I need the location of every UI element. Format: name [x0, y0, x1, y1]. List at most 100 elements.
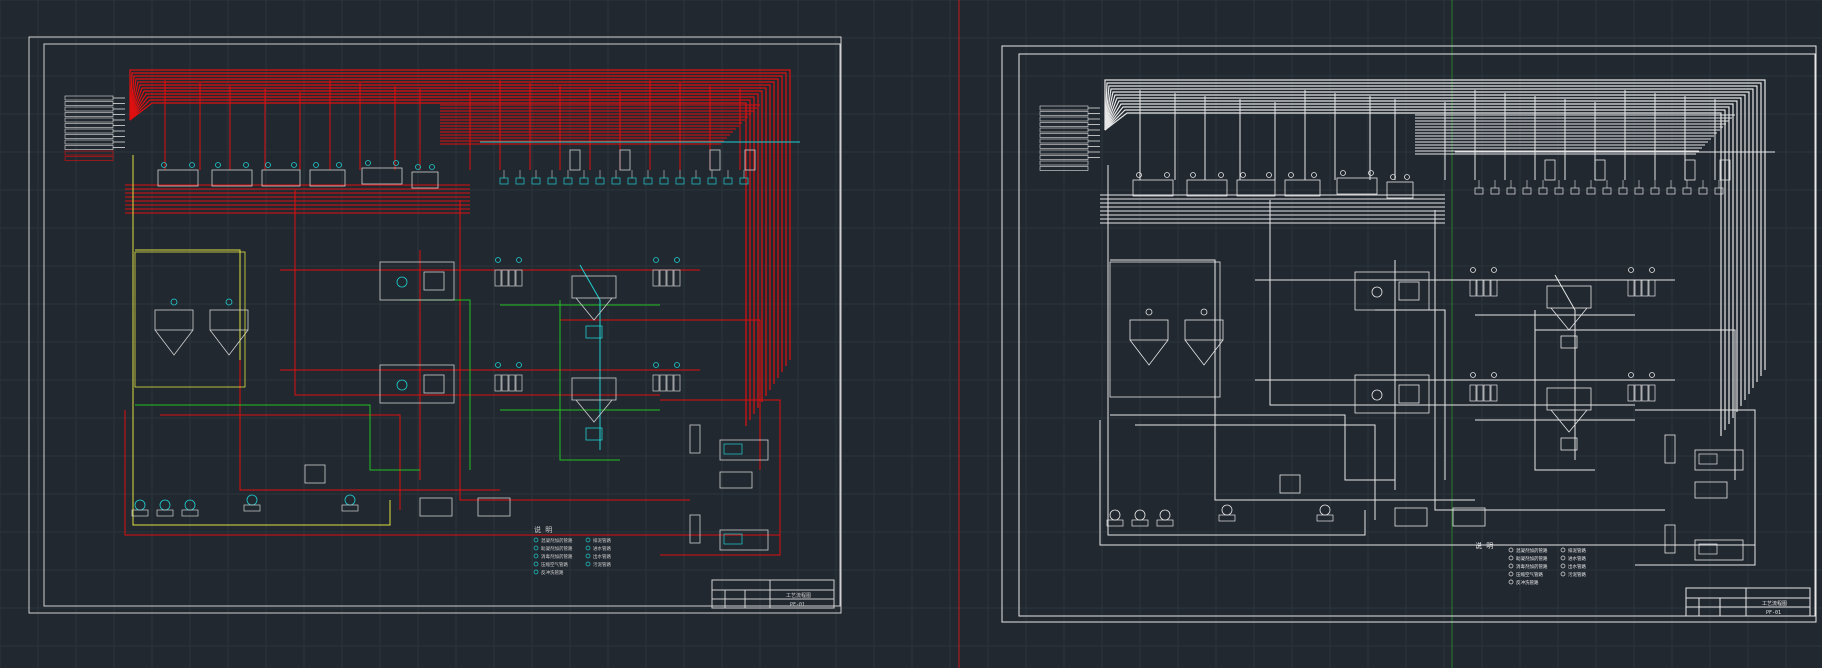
legend-heading: 说 明: [534, 525, 552, 534]
pipe-network: [1099, 79, 1775, 566]
clarifier-body: [571, 377, 617, 401]
pipe-line: [129, 72, 787, 366]
dosing-unit: [1386, 181, 1414, 199]
drawing-sheet-left[interactable]: 说 明 混凝剂加药管路助凝剂加药管路消毒剂加药管路压缩空气管路反冲洗管路排泥管路…: [28, 36, 842, 614]
silo-valve-icon: [1145, 308, 1153, 316]
pump-icon: [585, 325, 603, 339]
legend-item: 混凝剂加药管路: [541, 537, 573, 544]
clarifier-cone: [575, 399, 613, 423]
equipment-symbols: [131, 149, 769, 551]
legend-icon: [1560, 555, 1566, 561]
legend-item: 进水管路: [1568, 555, 1586, 562]
pump-skid: [181, 509, 199, 517]
valve-icon: [1628, 267, 1634, 273]
filter-cell: [659, 374, 667, 392]
pipe-line: [129, 90, 763, 402]
pump-icon: [1560, 335, 1578, 349]
pipe-line: [660, 399, 781, 556]
filter-cell: [1483, 279, 1491, 297]
instrument-box: [1719, 159, 1731, 181]
instrument-box: [1664, 434, 1676, 464]
pipe-network: [124, 69, 800, 556]
silo-body: [209, 309, 249, 331]
silo-valve-icon: [170, 298, 178, 306]
legend-icon: [533, 553, 539, 559]
skid-panel: [1698, 543, 1718, 555]
valve-icon: [495, 257, 501, 263]
legend-item: 混凝剂加药管路: [1516, 547, 1548, 554]
instrument-box: [744, 149, 756, 171]
agitator-box: [423, 374, 445, 394]
pump-icon: [1109, 509, 1121, 521]
label-line: [64, 106, 114, 112]
valve-icon: [291, 162, 297, 168]
clarifier-cone: [575, 297, 613, 321]
valve-icon: [674, 362, 680, 368]
valve-icon: [674, 257, 680, 263]
legend-item: 助凝剂加药管路: [1516, 555, 1548, 562]
pump-icon: [344, 494, 356, 506]
silo-body: [154, 309, 194, 331]
legend-icon: [1560, 571, 1566, 577]
legend-item: 进水管路: [593, 545, 611, 552]
drawing-sheet-right[interactable]: 说 明 混凝剂加药管路助凝剂加药管路消毒剂加药管路压缩空气管路反冲洗管路排泥管路…: [1001, 45, 1817, 623]
label-line: [64, 150, 114, 156]
legend-item: 反冲洗管路: [1516, 579, 1539, 586]
cyan-line: [579, 264, 601, 450]
pump-icon: [675, 177, 685, 185]
filter-cell: [1476, 384, 1484, 402]
valve-icon: [653, 257, 659, 263]
filter-cell: [1634, 384, 1642, 402]
label-block: [1039, 105, 1100, 171]
filter-cell: [1627, 384, 1635, 402]
filter-cell: [1641, 384, 1649, 402]
legend-item: 消毒剂加药管路: [541, 553, 573, 560]
pump-icon: [1490, 187, 1500, 195]
pipe-line: [1535, 329, 1736, 480]
pump-icon: [1560, 437, 1578, 451]
filter-cell: [501, 374, 509, 392]
tank-small: [1279, 474, 1301, 494]
label-line: [64, 134, 114, 139]
filter-cell: [1469, 384, 1477, 402]
label-block: [64, 95, 125, 161]
filter-cell: [1627, 279, 1635, 297]
title-block-name: 工艺流程图: [786, 592, 811, 599]
filter-cell: [1641, 279, 1649, 297]
tank-small: [1694, 481, 1728, 499]
filter-cell: [1648, 384, 1656, 402]
legend-item: 污泥管路: [593, 561, 611, 568]
pump-icon: [643, 177, 653, 185]
pipe-line: [129, 84, 771, 390]
legend-item: 出水管路: [593, 553, 611, 560]
green-line: [559, 300, 620, 461]
pump-skid: [1156, 519, 1174, 527]
legend-icon: [1560, 563, 1566, 569]
dosing-unit: [1336, 177, 1378, 195]
pump-icon: [515, 177, 525, 185]
valve-icon: [189, 162, 195, 168]
valve-icon: [1390, 174, 1396, 180]
valve-icon: [1311, 172, 1317, 178]
legend-item: 排泥管路: [1568, 547, 1586, 554]
dosing-skid: [1694, 449, 1744, 471]
pipe-line: [1104, 79, 1766, 370]
pipe-line: [1269, 200, 1635, 406]
clarifier-body: [1546, 387, 1592, 411]
agitator-icon: [396, 379, 408, 391]
legend-icon: [585, 545, 591, 551]
pipe-line: [129, 99, 751, 420]
clarifier-cone: [1550, 307, 1588, 331]
pump-icon: [723, 177, 733, 185]
pipe-line: [1104, 103, 1734, 418]
valve-icon: [1470, 372, 1476, 378]
pump-icon: [1682, 187, 1692, 195]
valve-icon: [1164, 172, 1170, 178]
valve-icon: [1470, 267, 1476, 273]
mixing-tank: [1354, 374, 1430, 414]
clarifier-body: [1546, 285, 1592, 309]
legend-icon: [585, 553, 591, 559]
instrument-box: [709, 149, 721, 171]
tank-small: [719, 471, 753, 489]
